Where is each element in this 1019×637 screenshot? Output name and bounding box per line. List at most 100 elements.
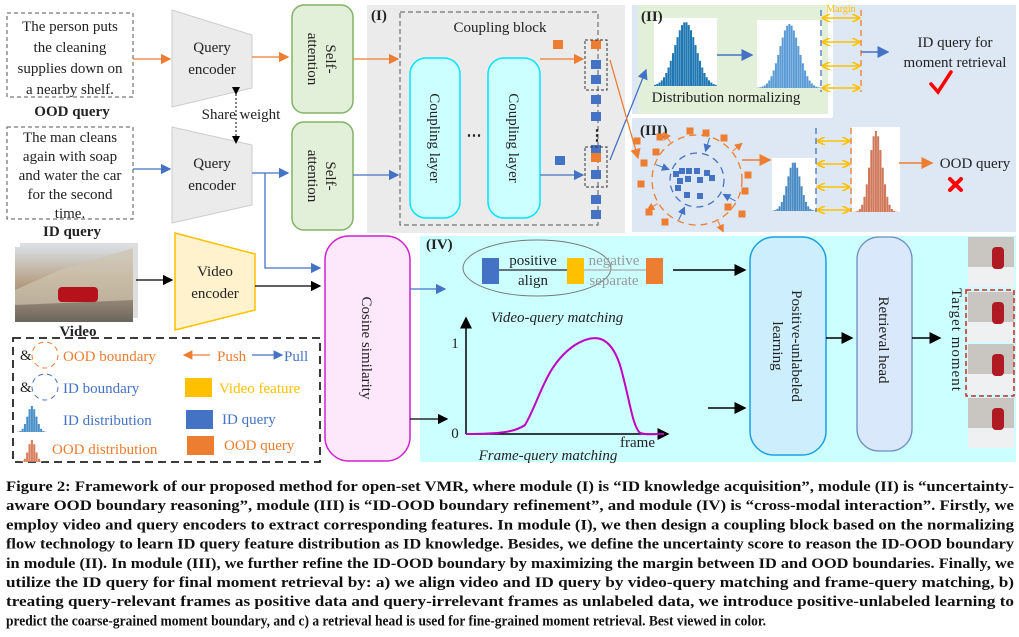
id-result-label: moment retrieval <box>904 55 1007 71</box>
legend <box>12 337 321 463</box>
self-attention-label: attention <box>304 33 320 86</box>
histogram-icon <box>654 18 717 86</box>
query-encoder-id <box>171 126 253 224</box>
separate-label: separate <box>589 273 638 289</box>
id-query-box <box>6 126 134 220</box>
retrieval-head-label: Retrieval head <box>875 296 891 384</box>
legend-id-distribution: ID distribution <box>63 413 152 429</box>
feature-square <box>591 195 601 204</box>
query-text-line: again with soap <box>23 149 117 165</box>
module4-region <box>420 236 1016 462</box>
legend-amp: & <box>20 348 32 364</box>
feature-square <box>591 170 601 179</box>
positive-label: positive <box>509 253 557 269</box>
id-point <box>684 192 690 198</box>
pull-arrow <box>722 193 736 202</box>
push-arrow <box>663 131 671 143</box>
id-point <box>704 170 710 176</box>
frame-query-matching-label: Frame-query matching <box>478 448 618 464</box>
target-moment-label: Target moment <box>948 288 964 392</box>
pull-arrow <box>703 137 712 153</box>
figure-caption: Figure 2: Framework of our proposed meth… <box>6 479 1015 629</box>
y-tick-zero: 0 <box>451 426 459 442</box>
id-query-text: The man cleans again with soap and water t… <box>19 130 122 222</box>
video-feature-legend-icon <box>185 378 212 397</box>
cosine-similarity-block <box>324 235 411 462</box>
self-attention-id <box>291 121 354 231</box>
legend-push: Push <box>217 349 247 365</box>
query-text-line: a nearby shelf. <box>26 82 114 98</box>
query-text-line: The man cleans <box>23 130 117 146</box>
query-encoder-label: Query <box>193 40 231 56</box>
feature-square <box>591 95 601 104</box>
pu-learning-label: Positive-unlabeled <box>788 290 804 402</box>
feature-square <box>591 145 601 154</box>
ood-distribution-legend-icon <box>19 440 45 462</box>
push-arrow <box>646 202 658 211</box>
ood-boundary-circle <box>651 134 743 226</box>
feature-square <box>591 112 601 121</box>
ood-query-feature <box>646 258 663 284</box>
id-result-label: ID query for <box>918 35 993 51</box>
id-point <box>709 175 715 181</box>
video-feature <box>567 258 584 284</box>
ood-boundary-legend-icon <box>31 341 59 369</box>
caption-line: aware OOD boundary reasoning”, module (I… <box>6 498 1015 514</box>
id-boundary-circle <box>669 152 725 208</box>
coupling-layer-label: Coupling layer <box>505 93 521 183</box>
feature-square <box>591 153 601 162</box>
id-point <box>697 177 703 183</box>
ood-query-label: OOD query <box>34 104 110 120</box>
module1-tag: (I) <box>371 8 387 24</box>
pull-arrow <box>655 163 670 171</box>
ood-point <box>702 129 710 137</box>
ood-point <box>741 187 749 195</box>
x-axis-label: frame <box>620 435 655 451</box>
feature-square <box>553 40 563 49</box>
video-label: Video <box>60 324 97 340</box>
push-arrow <box>732 142 743 152</box>
id-point <box>679 168 685 174</box>
share-weight-label: Share weight <box>202 107 282 123</box>
align-label: align <box>518 273 548 289</box>
caption-line: Figure 2: Framework of our proposed meth… <box>6 479 1014 495</box>
vertical-ellipsis: ⋮ <box>590 128 605 144</box>
target-moment-highlight <box>965 289 1015 397</box>
pu-learning-label: learning <box>769 321 785 371</box>
query-text-line: The person puts <box>22 19 118 35</box>
caption-line: in module (II). In module (III), we furt… <box>6 556 1015 572</box>
margin-label: Margin <box>826 4 855 15</box>
pull-arrow <box>677 206 686 221</box>
pu-learning-block <box>749 236 827 456</box>
id-query-label: ID query <box>43 224 101 240</box>
distribution-normalizing-label: Distribution normalizing <box>652 90 801 106</box>
query-text-line: the cleaning <box>34 40 107 56</box>
id-query-feature <box>482 258 499 284</box>
video-frames <box>15 243 138 322</box>
ood-point <box>720 134 728 142</box>
module4-tag: (IV) <box>426 237 453 253</box>
id-query-legend-icon <box>186 410 213 429</box>
legend-ood-distribution: OOD distribution <box>52 442 158 458</box>
ood-point <box>661 218 669 226</box>
ood-query-legend-icon <box>187 436 214 455</box>
ood-point <box>652 148 660 156</box>
query-text-line: and water the car <box>19 168 122 184</box>
ood-query-box <box>6 12 134 98</box>
ood-point <box>645 208 653 216</box>
caption-line: employ video and query encoders to extra… <box>6 517 1015 533</box>
feature-square <box>591 75 601 84</box>
ood-point <box>656 133 664 141</box>
legend-id-boundary: ID boundary <box>63 381 140 397</box>
coupling-block-label: Coupling block <box>454 20 547 36</box>
cross-icon <box>948 177 963 192</box>
caption-line: flow technology to learn ID query featur… <box>6 537 1015 553</box>
id-point <box>673 171 679 177</box>
ellipsis: ⋯ <box>467 128 482 144</box>
id-distribution-legend-icon <box>17 406 47 432</box>
cosine-similarity-label: Cosine similarity <box>358 297 374 400</box>
id-point <box>686 168 692 174</box>
check-icon <box>929 70 953 95</box>
ood-point <box>744 171 752 179</box>
